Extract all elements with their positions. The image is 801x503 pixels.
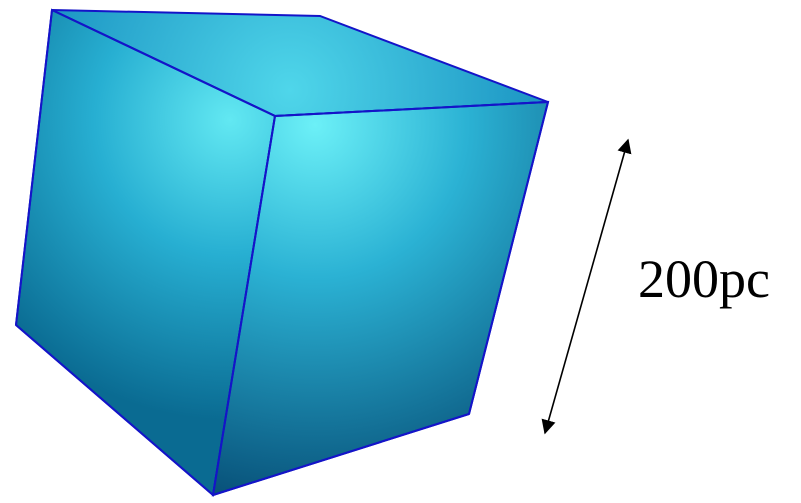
dimension-label: 200pc (638, 249, 770, 309)
cube-edges (15, 9, 549, 496)
dimension-arrow (541, 138, 632, 435)
cube-edge-right-vertical (468, 101, 549, 415)
cube-edge-bottom-right (212, 413, 470, 496)
cube-edge-front-vertical (212, 115, 276, 496)
cube-edge-top-right (274, 101, 549, 117)
cube-edge-top-left (51, 9, 276, 117)
cube-edge-bottom-left (15, 324, 214, 496)
cube-edge-left-vertical (15, 9, 53, 326)
